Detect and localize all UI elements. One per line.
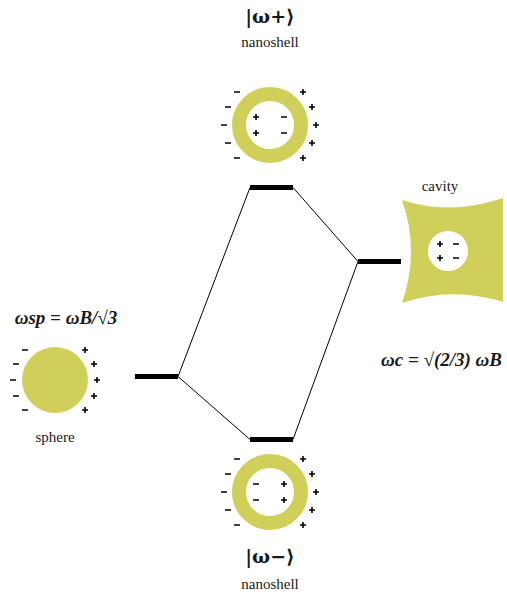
charge-symbols [10,347,100,413]
mode-label: |ω+⟩ [245,6,295,27]
shape-label: nanoshell [241,576,299,593]
shape-label: nanoshell [241,34,299,51]
correlation-line [178,377,250,440]
frequency-formula: ωc = √(2/3) ωB [381,350,502,371]
nanoshell-figure [239,461,301,523]
charge-symbols [221,89,319,161]
nanoshell-figure [239,94,301,156]
cavity-figure [402,198,503,303]
correlation-line [178,188,250,377]
energy-level: |ω+⟩nanoshell [250,185,293,190]
correlation-line [293,262,358,440]
mode-label: |ω−⟩ [245,546,295,567]
sphere-figure [22,347,88,413]
frequency-formula: ωsp = ωB/√3 [15,308,118,329]
energy-level: cavityωc = √(2/3) ωB [358,259,401,264]
shape-label: cavity [422,178,459,195]
energy-level: |ω−⟩nanoshell [250,437,293,442]
cavity-hole [428,231,468,271]
shape-label: sphere [35,429,74,446]
charge-symbols [437,241,459,261]
energy-level: ωsp = ωB/√3sphere [135,374,178,379]
correlation-line [293,188,358,262]
charge-symbols [221,456,319,528]
